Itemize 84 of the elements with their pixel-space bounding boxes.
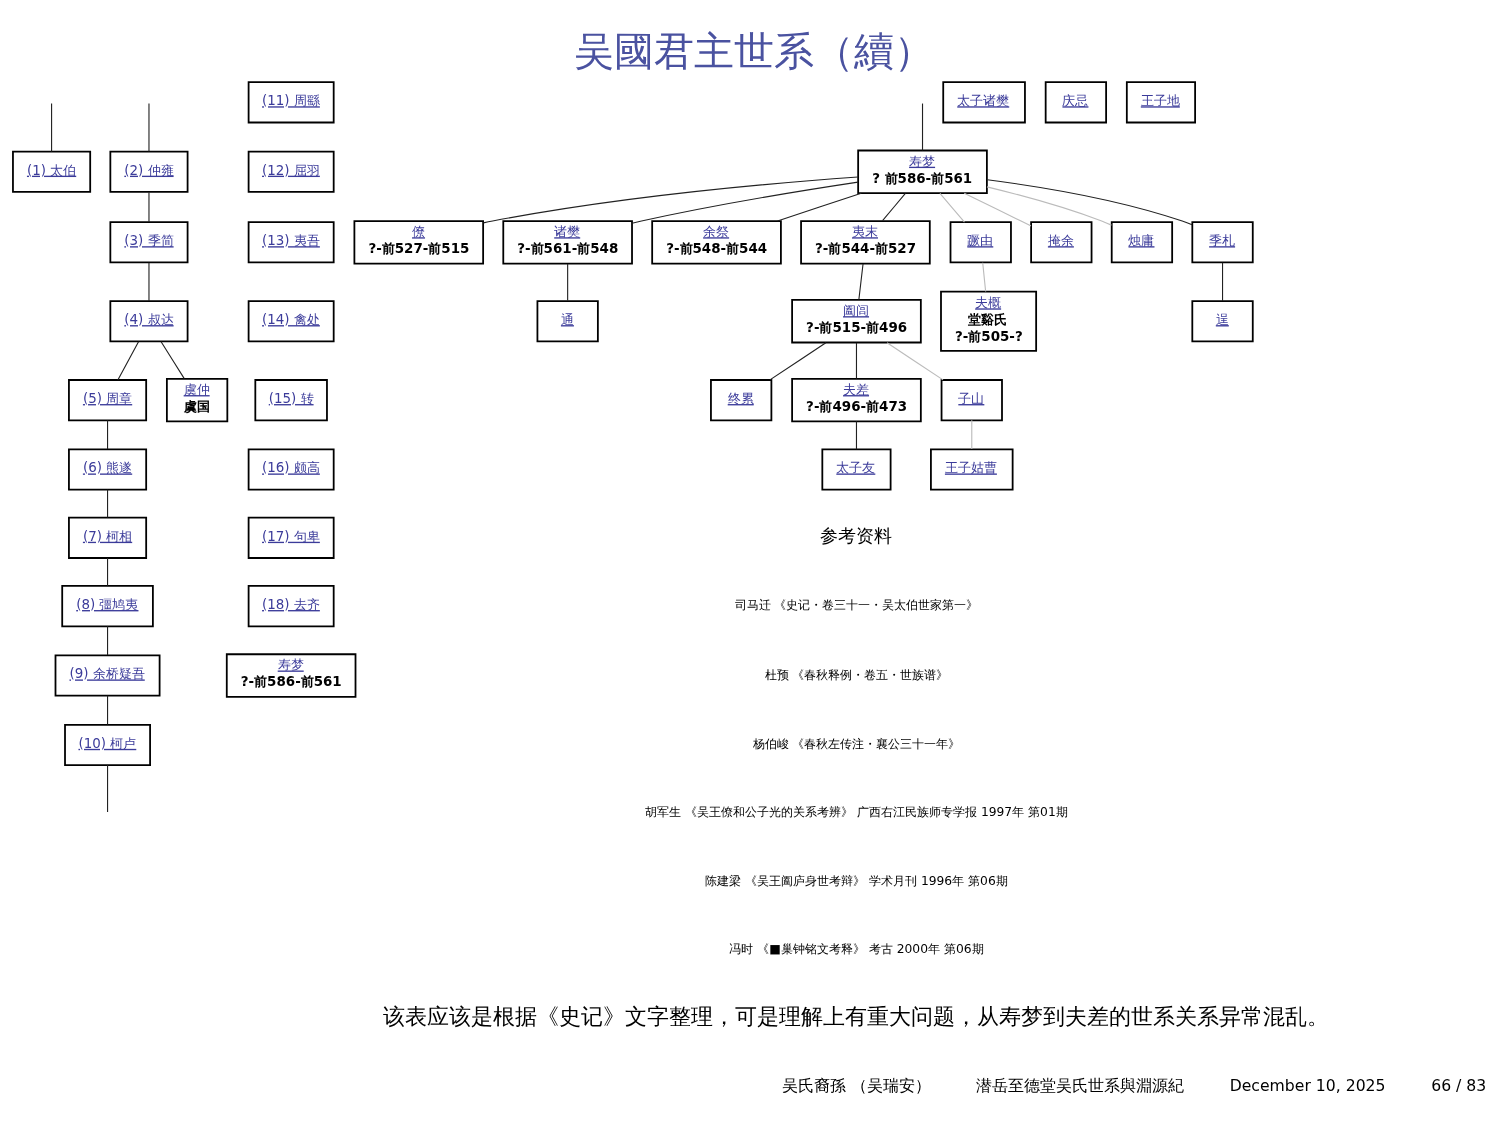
node-box: (5) 周章 <box>68 378 148 421</box>
node-box: 寿梦 ? 前586-前561 <box>857 149 988 194</box>
node-box: 寿梦 ?-前586-前561 <box>225 652 357 698</box>
node-box: 王子姑曹 <box>930 448 1014 491</box>
node-box: 蹶由 <box>949 220 1012 263</box>
label: December 10, 2025 <box>1229 1075 1386 1095</box>
node-box: (15) 转 <box>254 378 328 421</box>
connector <box>107 625 109 656</box>
connector <box>986 178 1193 225</box>
node-box: (11) 周繇 <box>247 80 335 123</box>
node-box: 掩余 <box>1030 220 1093 263</box>
node-box: 太子诸樊 <box>942 80 1026 123</box>
node-box: (7) 柯相 <box>68 516 148 559</box>
label: 冯时 《■巢钟铭文考释》 考古 2000年 第06期 <box>729 941 984 956</box>
connector <box>107 694 109 725</box>
connector <box>986 185 1112 226</box>
connector <box>982 261 987 292</box>
connector <box>107 764 109 813</box>
connector <box>777 192 862 221</box>
diagram-title: 吴國君主世系（續） <box>574 27 935 75</box>
connector <box>882 192 906 221</box>
label: 吴氏裔孫 （吴瑞安） <box>781 1075 931 1095</box>
node-box: (14) 禽处 <box>247 299 335 342</box>
label: 潜岳至德堂吴氏世系與淵源紀 <box>976 1075 1185 1095</box>
connector <box>117 340 140 380</box>
node-box: (17) 句卑 <box>247 516 335 559</box>
node-box: 王子地 <box>1125 80 1196 123</box>
node-box: 阖闾 ?-前515-前496 <box>791 298 922 343</box>
connector <box>567 262 569 301</box>
label: 胡军生 《吴王僚和公子光的关系考辨》 广西右江民族师专学报 1997年 第01期 <box>645 804 1068 819</box>
node-box: 烛庸 <box>1110 220 1174 263</box>
node-box: (3) 季简 <box>109 220 189 263</box>
connector <box>148 102 150 152</box>
connector <box>855 420 858 450</box>
connector <box>107 488 109 518</box>
label: 司马迁 《史记・卷三十一・吴太伯世家第一》 <box>734 597 979 612</box>
connector <box>160 340 185 379</box>
node-box: 夫差 ?-前496-前473 <box>791 377 922 422</box>
node-box: (16) 颇高 <box>247 448 335 491</box>
connector <box>855 341 858 379</box>
connector <box>631 181 859 224</box>
node-box: (1) 太伯 <box>12 150 92 193</box>
node-box: 逞 <box>1191 299 1254 342</box>
node-box: 太子友 <box>821 448 892 491</box>
node-box: 僚 ?-前527-前515 <box>353 219 485 264</box>
node-box: 季札 <box>1191 220 1254 263</box>
connector <box>148 191 150 223</box>
connector <box>107 557 109 586</box>
node-box: 终累 <box>710 378 773 421</box>
label: 陈建梁 《吴王阖庐身世考辩》 学术月刊 1996年 第06期 <box>705 873 1008 888</box>
connector <box>51 102 53 152</box>
node-box: (6) 熊遂 <box>68 448 148 491</box>
node-box: (4) 叔达 <box>109 299 189 342</box>
node-box: (13) 夷吾 <box>247 220 335 263</box>
label: 杨伯峻 《春秋左传注・襄公三十一年》 <box>752 736 961 751</box>
connector <box>921 102 924 151</box>
connector <box>482 175 859 223</box>
label: 杜预 《春秋释例・卷五・世族谱》 <box>764 667 949 682</box>
label: 该表应该是根据《史记》文字整理，可是理解上有重大问题，从寿梦到夫差的世系关系异常混乱。 <box>383 1002 1330 1029</box>
connector <box>939 192 966 223</box>
connector <box>107 419 109 450</box>
node-box: (8) 彊鸠夷 <box>61 584 154 627</box>
node-box: (18) 去齐 <box>247 584 335 627</box>
connector <box>963 192 1032 226</box>
node-box: 余祭 ?-前548-前544 <box>651 219 782 264</box>
connector <box>769 341 827 380</box>
label: 66 / 83 <box>1431 1075 1487 1095</box>
connector <box>148 261 150 302</box>
node-box: 夷末 ?-前544-前527 <box>800 219 931 264</box>
node-box: (10) 柯卢 <box>64 723 151 766</box>
connector <box>858 262 864 300</box>
connector <box>971 419 973 450</box>
node-box: 诸樊 ?-前561-前548 <box>502 219 633 264</box>
node-box: (9) 余桥疑吾 <box>54 654 161 697</box>
connector <box>1222 261 1224 302</box>
label: 参考资料 <box>820 524 893 546</box>
node-box: 子山 <box>940 378 1003 421</box>
node-box: (2) 仲雍 <box>109 150 189 193</box>
node-box: 庆忌 <box>1044 80 1107 123</box>
node-box: (12) 屈羽 <box>247 150 335 193</box>
node-box: 夫概 堂谿氏 ?-前505-? <box>940 290 1038 352</box>
node-box: 虞仲 虞国 <box>166 377 229 422</box>
connector <box>886 341 944 380</box>
node-box: 通 <box>536 299 599 342</box>
